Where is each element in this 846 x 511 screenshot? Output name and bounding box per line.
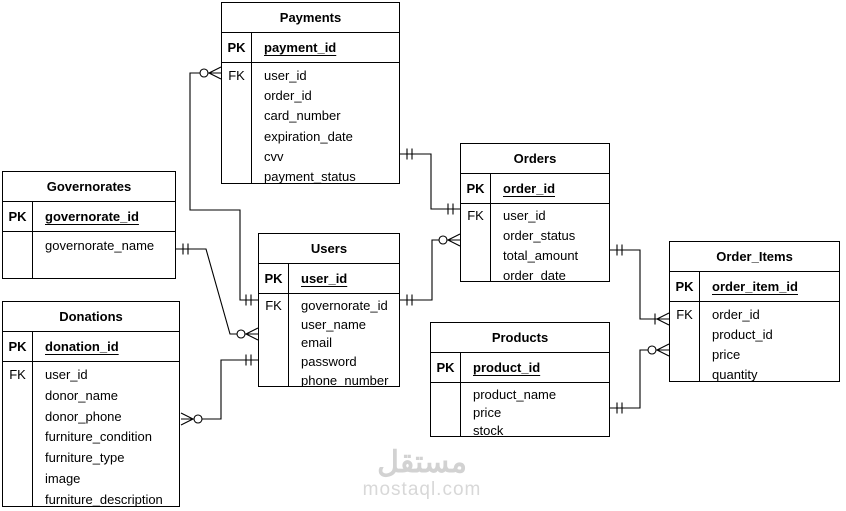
fk-label: FK bbox=[228, 67, 245, 83]
field-name: governorate_id bbox=[301, 297, 388, 313]
field-name: order_date bbox=[503, 267, 566, 281]
fk-label bbox=[431, 385, 460, 403]
field-name: furniture_condition bbox=[45, 429, 152, 445]
fk-label: FK bbox=[676, 306, 693, 322]
pk-label: PK bbox=[222, 33, 252, 62]
field-name: user_name bbox=[301, 316, 367, 332]
pk-label: PK bbox=[461, 174, 491, 203]
relationship-donations-users[interactable] bbox=[180, 354, 258, 426]
pk-field-name: order_item_id bbox=[712, 279, 798, 294]
field-name: user_id bbox=[503, 208, 546, 224]
field-name: donor_phone bbox=[45, 408, 122, 424]
field-name: total_amount bbox=[503, 247, 579, 263]
field-name: price bbox=[712, 347, 741, 363]
fk-label: FK bbox=[265, 297, 282, 313]
pk-label: PK bbox=[670, 272, 700, 301]
table-title: Orders bbox=[461, 144, 609, 174]
field-name: user_id bbox=[45, 366, 88, 382]
pk-label: PK bbox=[3, 332, 33, 361]
relationship-payments-orders[interactable] bbox=[400, 148, 460, 215]
field-name: order_id bbox=[712, 306, 760, 322]
pk-label: PK bbox=[431, 353, 461, 382]
field-name: furniture_description bbox=[45, 491, 163, 506]
field-name: user_id bbox=[264, 67, 307, 83]
pk-field-name: donation_id bbox=[45, 339, 119, 354]
field-name: stock bbox=[473, 423, 504, 436]
field-name: governorate_name bbox=[45, 237, 155, 253]
field-name: price bbox=[473, 404, 502, 420]
table-title: Products bbox=[431, 323, 609, 353]
field-name: image bbox=[45, 471, 81, 487]
relationship-products-order-items[interactable] bbox=[610, 343, 670, 414]
fk-label: FK bbox=[467, 208, 484, 224]
pk-field-name: user_id bbox=[301, 271, 348, 286]
field-name: expiration_date bbox=[264, 128, 353, 144]
field-name: payment_status bbox=[264, 169, 356, 183]
relationship-governorates-users[interactable] bbox=[176, 243, 259, 341]
table-title: Payments bbox=[222, 3, 399, 33]
pk-field-name: payment_id bbox=[264, 40, 337, 55]
field-name: product_name bbox=[473, 386, 557, 402]
field-name: phone_number bbox=[301, 373, 389, 386]
field-name: order_status bbox=[503, 228, 576, 244]
field-name: product_id bbox=[712, 326, 773, 342]
field-name: quantity bbox=[712, 367, 758, 381]
field-name: email bbox=[301, 335, 333, 351]
pk-field-name: product_id bbox=[473, 360, 541, 375]
relationship-orders-order-items[interactable] bbox=[610, 244, 670, 326]
pk-label: PK bbox=[3, 202, 33, 231]
field-name: card_number bbox=[264, 108, 341, 124]
field-name: cvv bbox=[264, 148, 284, 164]
field-name: donor_name bbox=[45, 387, 118, 403]
relationship-payments-users[interactable] bbox=[189, 66, 258, 306]
fk-label: FK bbox=[9, 366, 26, 382]
pk-label: PK bbox=[259, 264, 289, 293]
fk-label bbox=[3, 234, 32, 256]
table-title: Users bbox=[259, 234, 399, 264]
pk-field-name: order_id bbox=[503, 181, 556, 196]
table-title: Governorates bbox=[3, 172, 175, 202]
table-title: Order_Items bbox=[670, 242, 839, 272]
relationship-users-orders[interactable] bbox=[400, 233, 461, 306]
field-name: furniture_type bbox=[45, 450, 125, 466]
pk-field-name: governorate_id bbox=[45, 209, 139, 224]
field-name: order_id bbox=[264, 87, 312, 103]
field-name: password bbox=[301, 354, 357, 370]
table-title: Donations bbox=[3, 302, 179, 332]
